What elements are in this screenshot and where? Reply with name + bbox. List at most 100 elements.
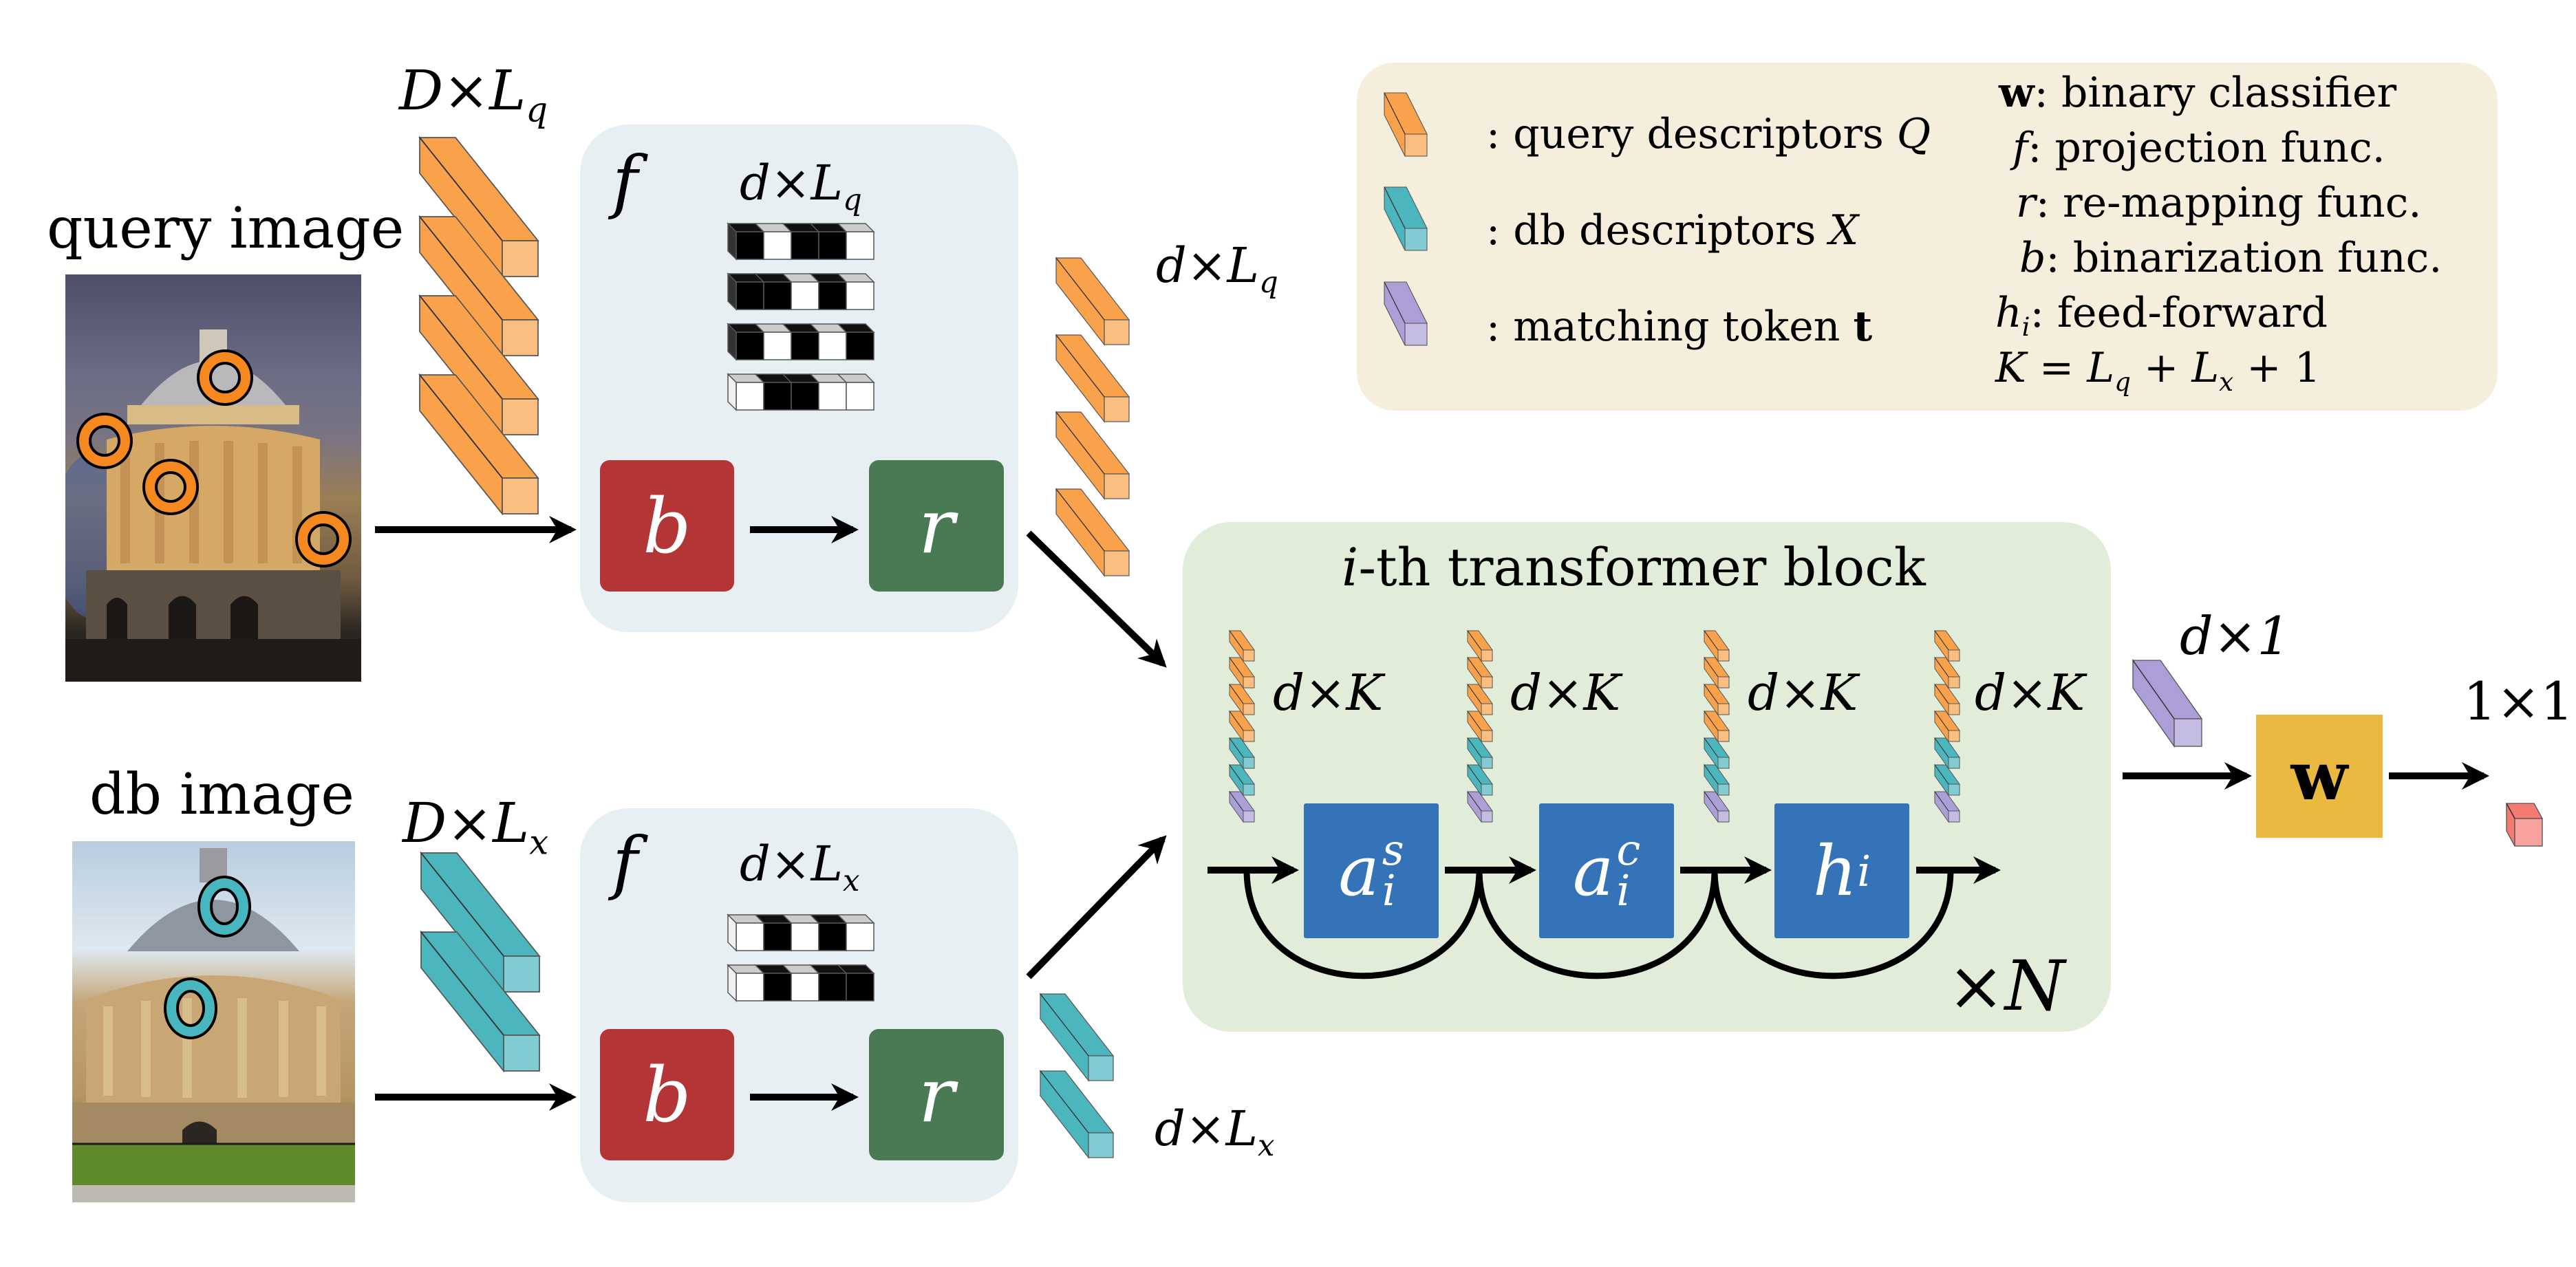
residual-arc-3: [1711, 869, 1954, 979]
transformer-panel: [1183, 522, 2111, 1032]
db-output-descriptor: [1039, 993, 1115, 1082]
query-raw-descriptor: [418, 215, 539, 358]
score-cube-icon: [2505, 803, 2544, 847]
token-dim-label: d×1: [2180, 605, 2290, 667]
query-image-photo: [65, 274, 361, 682]
bit-one: [818, 281, 847, 310]
query-remapping-box: r: [869, 460, 1004, 592]
stack-matching-token: [1229, 790, 1255, 823]
stack-query-token: [1934, 710, 1960, 743]
legend-def-feedforward: hi: feed-forward: [1995, 289, 2328, 343]
legend-query-icon: [1384, 92, 1428, 157]
db-f-label: f: [612, 822, 638, 902]
query-output-descriptor: [1055, 488, 1130, 577]
legend-def-binarization: b: binarization func.: [2019, 234, 2443, 282]
bit-zero: [818, 382, 847, 411]
stack-query-token: [1934, 629, 1960, 662]
db-raw-descriptor: [420, 851, 541, 994]
legend-item-token: : matching token t: [1486, 303, 1873, 351]
bit-one: [818, 231, 847, 260]
db-binary-code: [727, 964, 875, 1002]
query-raw-dim-label: D×Lq: [399, 58, 548, 130]
bit-zero: [846, 922, 874, 951]
score-dim-label: 1×1: [2463, 671, 2574, 732]
stack-dim-label-3: d×K: [1748, 664, 1858, 722]
query-binary-code: [727, 323, 875, 361]
db-raw-descriptor: [420, 930, 541, 1073]
query-binary-code: [727, 222, 875, 261]
bit-zero: [763, 332, 792, 360]
query-binary-code: [727, 373, 875, 411]
stack-db-token: [1704, 737, 1730, 770]
query-binary-code: [727, 272, 875, 311]
legend-def-projection: f: projection func.: [2012, 124, 2385, 172]
residual-arc-2: [1476, 869, 1718, 979]
stack-query-token: [1229, 710, 1255, 743]
bit-one: [846, 973, 874, 1001]
residual-arc-1: [1243, 869, 1483, 979]
db-image-photo: [72, 841, 355, 1202]
db-to-transformer-arrow: [1026, 835, 1167, 979]
stack-db-token: [1467, 737, 1493, 770]
bit-zero: [846, 382, 874, 411]
stack-matching-token: [1934, 790, 1960, 823]
bit-zero: [736, 973, 764, 1001]
stack-dim-label-1: d×K: [1273, 664, 1384, 722]
legend-item-db: : db descriptors X: [1486, 206, 1859, 255]
query-binarization-box: b: [600, 460, 734, 592]
stack-query-token: [1934, 656, 1960, 689]
bit-one: [736, 231, 764, 260]
db-image-title: db image: [89, 762, 354, 827]
query-output-descriptor: [1055, 334, 1130, 423]
bit-zero: [818, 332, 847, 360]
legend-panel: [1357, 63, 2498, 411]
bit-zero: [791, 281, 819, 310]
stack-query-token: [1229, 683, 1255, 716]
stack-matching-token: [1704, 790, 1730, 823]
stack-query-token: [1704, 710, 1730, 743]
legend-item-query: : query descriptors Q: [1486, 110, 1931, 158]
legend-def-remapping: r: re-mapping func.: [2016, 179, 2422, 227]
stack-db-token: [1229, 764, 1255, 797]
db-building-illustration: [72, 848, 355, 1202]
repeat-n-label: ×N: [1947, 946, 2065, 1026]
bit-one: [791, 231, 819, 260]
transformer-title: i-th transformer block: [1342, 537, 1926, 598]
bit-zero: [791, 922, 819, 951]
stack-query-token: [1467, 656, 1493, 689]
query-building-illustration: [65, 329, 361, 682]
db-output-dim-label: d×Lx: [1155, 1101, 1275, 1164]
stack-dim-label-4: d×K: [1975, 664, 2085, 722]
stack-query-token: [1229, 656, 1255, 689]
stack-query-token: [1467, 710, 1493, 743]
bit-one: [763, 382, 792, 411]
legend-formula-k: K = Lq + Lx + 1: [1995, 344, 2321, 398]
stack-query-token: [1229, 629, 1255, 662]
bit-one: [763, 281, 792, 310]
query-raw-descriptor: [418, 136, 539, 279]
bit-zero: [791, 973, 819, 1001]
bit-one: [818, 922, 847, 951]
stack-db-token: [1704, 764, 1730, 797]
query-raw-descriptor: [418, 373, 539, 516]
stack-query-token: [1467, 629, 1493, 662]
bit-zero: [846, 281, 874, 310]
query-output-dim-label: d×Lq: [1156, 237, 1278, 301]
stack-query-token: [1934, 683, 1960, 716]
bit-one: [846, 332, 874, 360]
db-output-descriptor: [1039, 1070, 1115, 1159]
output-token-icon: [2132, 658, 2203, 748]
classifier-box: w: [2256, 715, 2383, 838]
query-image-title: query image: [47, 196, 405, 261]
